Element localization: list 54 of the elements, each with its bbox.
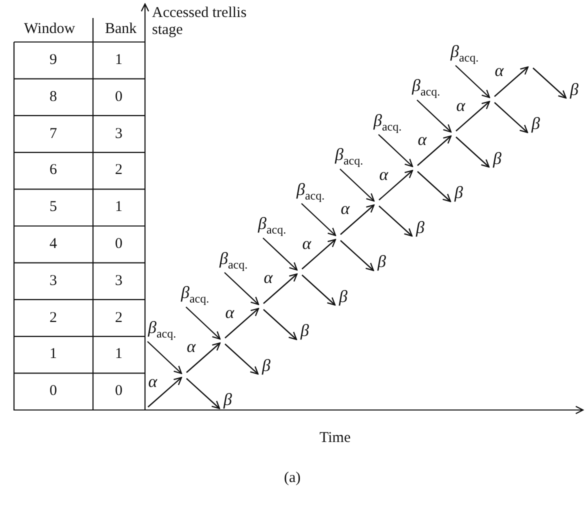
beta-acq-label: β$_{acq.}$: [181, 284, 210, 304]
beta-label: β: [416, 218, 424, 236]
beta-label: β: [378, 253, 386, 270]
table-cell-text: 2: [50, 310, 57, 326]
beta-label: β: [493, 150, 502, 166]
table-cell-text: 3: [115, 126, 122, 142]
table-cell-text: 2: [115, 163, 122, 178]
caption: (a): [284, 471, 301, 486]
table-cell-text: 1: [115, 200, 122, 216]
alpha-label: α: [264, 269, 273, 286]
beta-acq-label: β$_{acq.}$: [148, 318, 176, 339]
column-header: Bank: [105, 22, 137, 36]
table-cell-text: 3: [115, 274, 122, 289]
table-cell-text: 2: [115, 310, 122, 326]
alpha-label: α: [225, 304, 234, 321]
table-cell-text: 0: [115, 90, 122, 105]
table-cell-text: 8: [50, 90, 57, 105]
alpha-label: α: [340, 200, 350, 218]
table-cell-text: 1: [115, 52, 122, 68]
alpha-label: α: [148, 372, 158, 390]
beta-acq-label: β$_{acq.}$: [220, 250, 248, 270]
table-cell-text: 1: [50, 347, 57, 362]
table-cell-text: 5: [50, 200, 57, 216]
beta-label: β: [570, 80, 578, 98]
beta-acq-label: β$_{acq.}$: [374, 112, 402, 132]
alpha-label: α: [418, 131, 427, 148]
table-cell-text: 0: [115, 236, 122, 252]
beta-acq-label: β$_{acq.}$: [335, 146, 364, 166]
alpha-label: α: [379, 166, 388, 183]
beta-acq-label: β$_{acq.}$: [258, 215, 286, 236]
table-cell-text: 7: [50, 126, 57, 142]
table-cell-text: 0: [50, 384, 57, 400]
beta-label: β: [224, 391, 232, 408]
beta-acq-label: β$_{acq.}$: [296, 180, 325, 201]
table-cell-text: 9: [50, 52, 57, 68]
alpha-label: α: [186, 338, 196, 356]
alpha-label: α: [302, 234, 312, 252]
alpha-label: α: [456, 96, 466, 114]
axis-title: Accessed trellis stage: [152, 5, 248, 40]
axis-title: Time: [320, 430, 351, 446]
table-cell-text: 1: [115, 347, 122, 362]
beta-label: β: [454, 184, 463, 201]
table-cell-text: 4: [50, 236, 57, 252]
beta-acq-label: β$_{acq.}$: [450, 42, 479, 63]
beta-label: β: [300, 322, 309, 339]
alpha-label: α: [494, 62, 504, 80]
table-cell-text: 3: [50, 274, 57, 289]
beta-label: β: [339, 288, 348, 304]
beta-label: β: [532, 115, 540, 132]
beta-acq-label: β$_{acq.}$: [412, 77, 440, 98]
column-header: Window: [24, 22, 76, 36]
beta-label: β: [262, 356, 270, 374]
table-cell-text: 6: [50, 163, 57, 178]
table-cell-text: 0: [115, 384, 122, 400]
